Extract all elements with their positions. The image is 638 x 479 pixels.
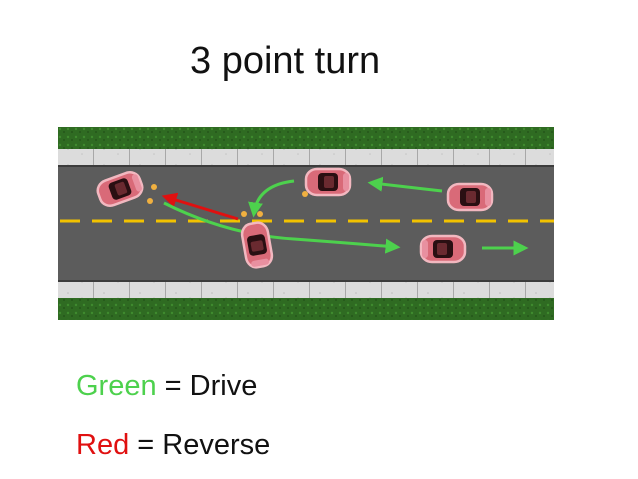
legend-drive-keyword: Green bbox=[76, 370, 157, 402]
road-scene bbox=[58, 127, 554, 320]
drive-arrow-approach bbox=[367, 176, 443, 193]
reverse-arrow bbox=[161, 192, 239, 221]
legend-reverse-keyword: Red bbox=[76, 429, 130, 461]
legend-reverse: Red = Reverse bbox=[76, 431, 270, 460]
grass-bottom bbox=[58, 298, 554, 320]
grass-top bbox=[58, 127, 554, 149]
drive-arrow-forward bbox=[163, 201, 401, 254]
sidewalk-top bbox=[58, 149, 554, 165]
car-final-position bbox=[419, 234, 467, 264]
sidewalk-bottom bbox=[58, 282, 554, 298]
legend-drive-text: = Drive bbox=[156, 370, 258, 402]
car-start-position bbox=[446, 182, 494, 212]
diagram-title: 3 point turn bbox=[190, 40, 381, 82]
road-scene-svg bbox=[58, 127, 554, 320]
legend-drive: Green = Drive bbox=[76, 372, 257, 401]
car-across-lane bbox=[304, 167, 352, 197]
legend-reverse-text: = Reverse bbox=[129, 429, 271, 461]
drive-arrow-turn bbox=[248, 179, 295, 218]
